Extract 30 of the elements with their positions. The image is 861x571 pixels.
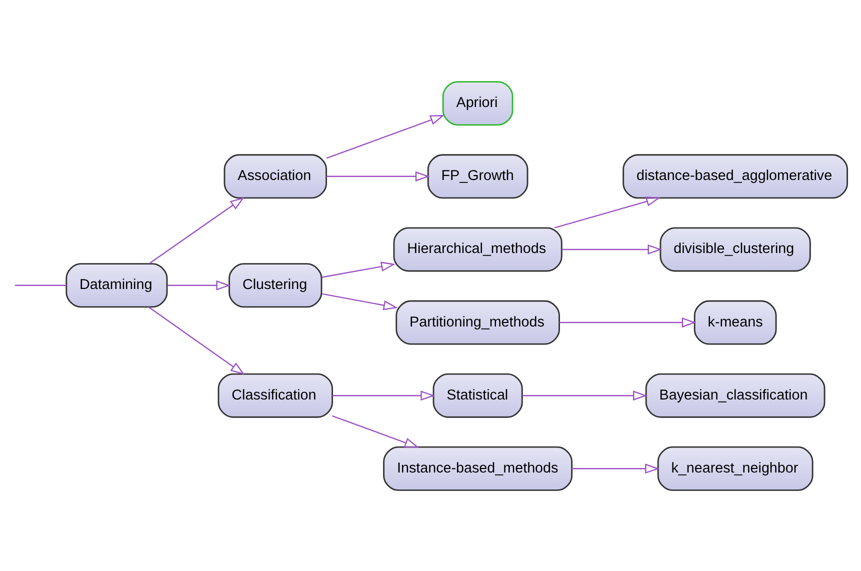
node-box: Association xyxy=(224,154,328,198)
node-box: Partitioning_methods xyxy=(396,300,560,344)
node-box: Statistical xyxy=(432,372,523,418)
node-box: Instance-based_methods xyxy=(383,446,573,490)
arrow xyxy=(148,306,245,374)
node-box: FP_Growth xyxy=(427,154,528,198)
node-box: distance-based_agglomerative xyxy=(622,154,848,198)
node-box: Clustering xyxy=(228,262,322,308)
node-box: Datamining xyxy=(66,262,168,308)
arrow xyxy=(148,196,244,264)
arrow xyxy=(559,317,696,328)
arrow xyxy=(562,244,662,254)
node-box: k-means xyxy=(694,300,777,344)
arrow xyxy=(322,292,398,310)
node-box: Bayesian_classification xyxy=(645,372,826,418)
arrow xyxy=(322,261,396,278)
node-box: k_nearest_neighbor xyxy=(657,446,814,490)
node-box: Classification xyxy=(218,372,333,418)
arrow xyxy=(522,390,648,400)
arrow xyxy=(554,196,661,228)
arrow xyxy=(572,463,660,474)
arrow xyxy=(326,114,445,158)
arrow xyxy=(167,280,231,290)
arrow xyxy=(332,414,420,448)
node-box: divisible_clustering xyxy=(660,226,811,272)
node-box: Hierarchical_methods xyxy=(393,226,562,272)
arrow xyxy=(332,390,436,400)
connector xyxy=(14,284,66,286)
arrow xyxy=(326,170,430,181)
node-box: Apriori xyxy=(442,80,514,126)
